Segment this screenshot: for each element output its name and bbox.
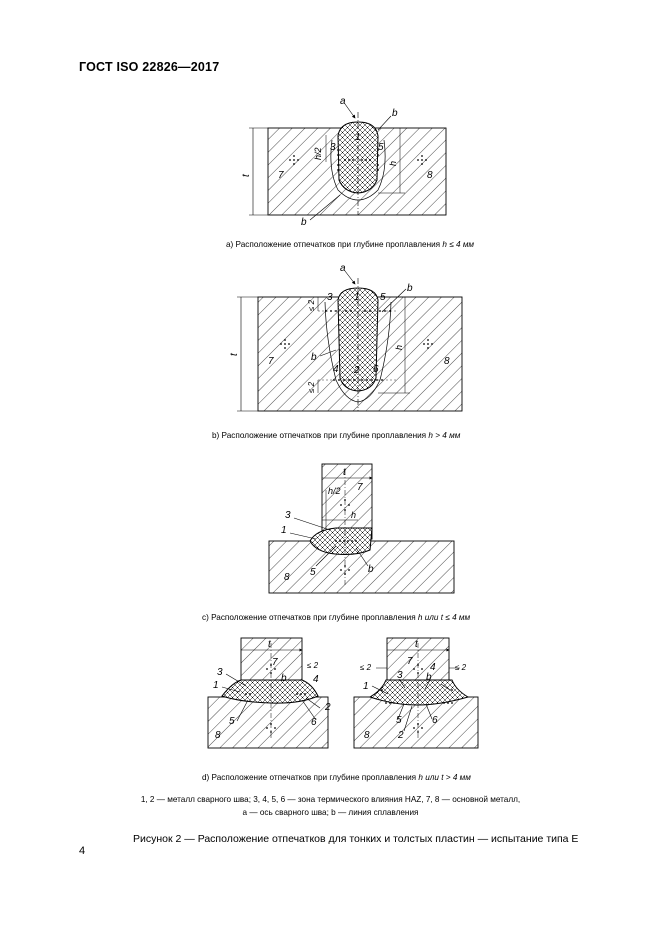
label-b-1: 1 — [354, 292, 360, 303]
figure-d-left: t 7 3 1 b 4 ≤ 2 5 6 2 8 — [207, 637, 331, 749]
label-a-t: t — [241, 173, 252, 177]
legend: 1, 2 — металл сварного шва; 3, 4, 5, 6 —… — [0, 793, 661, 819]
label-b-6: 6 — [373, 364, 379, 375]
label-a-axis: a — [340, 96, 346, 107]
label-d-left-t: t — [268, 639, 272, 650]
label-c-h: h — [351, 510, 356, 520]
label-d-left-6: 6 — [311, 717, 317, 728]
label-c-half-h: h/2 — [328, 486, 341, 496]
legend-line-1: 1, 2 — металл сварного шва; 3, 4, 5, 6 —… — [140, 795, 521, 804]
caption-a: a) Расположение отпечатков при глубине п… — [226, 240, 474, 249]
label-d-left-1: 1 — [213, 680, 219, 691]
page-number: 4 — [79, 845, 86, 857]
caption-a-cond: h ≤ 4 мм — [442, 240, 475, 249]
label-b-4: 4 — [333, 364, 339, 375]
label-b-le2-top: ≤ 2 — [307, 299, 316, 311]
label-d-left-7: 7 — [272, 657, 278, 668]
label-d-right-t: t — [415, 639, 419, 650]
label-d-left-b: b — [281, 673, 287, 684]
caption-a-text: a) Расположение отпечатков при глубине п… — [226, 240, 443, 249]
label-a-5: 5 — [378, 142, 384, 153]
caption-b: b) Расположение отпечатков при глубине п… — [212, 431, 460, 440]
caption-c: c) Расположение отпечатков при глубине п… — [202, 613, 470, 622]
label-a-1: 1 — [355, 132, 361, 143]
label-c-8: 8 — [284, 572, 290, 583]
label-d-left-2: 2 — [324, 702, 331, 713]
base-plate-d-right — [353, 696, 479, 749]
figure-b: a b b 1 2 3 4 5 6 7 8 ≤ 2 ≤ 2 h t — [229, 263, 463, 412]
label-a-b-top: b — [392, 108, 398, 119]
label-a-h: h — [388, 161, 398, 166]
label-d-right-5: 5 — [396, 715, 402, 726]
base-plate-d-left — [207, 696, 329, 749]
label-b-t: t — [229, 352, 240, 356]
label-b-b-right: b — [407, 283, 413, 294]
label-d-right-6: 6 — [432, 715, 438, 726]
label-c-1: 1 — [281, 525, 287, 536]
label-d-right-7: 7 — [407, 656, 413, 667]
label-d-left-8: 8 — [215, 730, 221, 741]
label-d-left-5: 5 — [229, 716, 235, 727]
label-c-b: b — [368, 564, 374, 575]
label-b-7: 7 — [268, 356, 274, 367]
label-d-right-2: 2 — [397, 730, 404, 741]
label-a-3: 3 — [330, 142, 336, 153]
caption-b-cond: h > 4 мм — [428, 431, 461, 440]
label-d-right-le2-right: ≤ 2 — [455, 663, 467, 672]
label-d-left-3: 3 — [217, 667, 223, 678]
label-d-right-3: 3 — [397, 670, 403, 681]
figure-title: Рисунок 2 — Расположение отпечатков для … — [133, 833, 579, 845]
label-b-le2-bottom: ≤ 2 — [307, 381, 316, 393]
label-d-left-le2: ≤ 2 — [307, 661, 319, 670]
figure-c: t h/2 7 3 1 h 5 b 8 — [268, 463, 455, 594]
label-b-8: 8 — [444, 356, 450, 367]
label-b-2: 2 — [353, 365, 360, 376]
label-a-b-bottom: b — [301, 217, 307, 228]
label-d-left-4: 4 — [313, 674, 319, 685]
label-a-8: 8 — [427, 170, 433, 181]
weld-bead-d-right — [368, 679, 470, 706]
caption-d: d) Расположение отпечатков при глубине п… — [202, 773, 471, 782]
document-header: ГОСТ ISO 22826—2017 — [79, 60, 220, 74]
label-d-right-le2-left: ≤ 2 — [360, 663, 372, 672]
label-b-axis: a — [340, 263, 346, 274]
label-c-7: 7 — [357, 482, 363, 493]
caption-b-text: b) Расположение отпечатков при глубине п… — [212, 431, 429, 440]
web-plate-c — [321, 463, 373, 540]
label-c-5: 5 — [310, 567, 316, 578]
figure-a: a b b 1 3 5 7 8 h/2 h t — [241, 96, 447, 228]
weld-bead-c — [309, 527, 373, 555]
label-b-h: h — [394, 345, 404, 350]
label-b-5: 5 — [380, 292, 386, 303]
label-c-t: t — [343, 467, 347, 478]
weld-bead-b — [337, 287, 379, 392]
label-b-b-left: b — [311, 352, 317, 363]
label-d-right-1: 1 — [363, 681, 369, 692]
label-a-7: 7 — [278, 170, 284, 181]
caption-d-cond: h или t > 4 мм — [418, 773, 471, 782]
label-d-right-8: 8 — [364, 730, 370, 741]
figure-d-right: t 7 3 4 1 b ≤ 2 ≤ 2 5 6 2 8 — [353, 637, 479, 749]
label-d-right-b: b — [426, 672, 432, 683]
weld-bead-d-left — [221, 679, 319, 704]
label-c-3: 3 — [285, 510, 291, 521]
label-b-3: 3 — [327, 292, 333, 303]
label-a-half-h: h/2 — [313, 147, 323, 160]
legend-line-2: a — ось сварного шва; b — линия сплавлен… — [242, 808, 419, 817]
caption-c-text: c) Расположение отпечатков при глубине п… — [202, 613, 418, 622]
caption-d-text: d) Расположение отпечатков при глубине п… — [202, 773, 419, 782]
label-d-right-4: 4 — [430, 662, 436, 673]
caption-c-cond: h или t ≤ 4 мм — [417, 613, 471, 622]
